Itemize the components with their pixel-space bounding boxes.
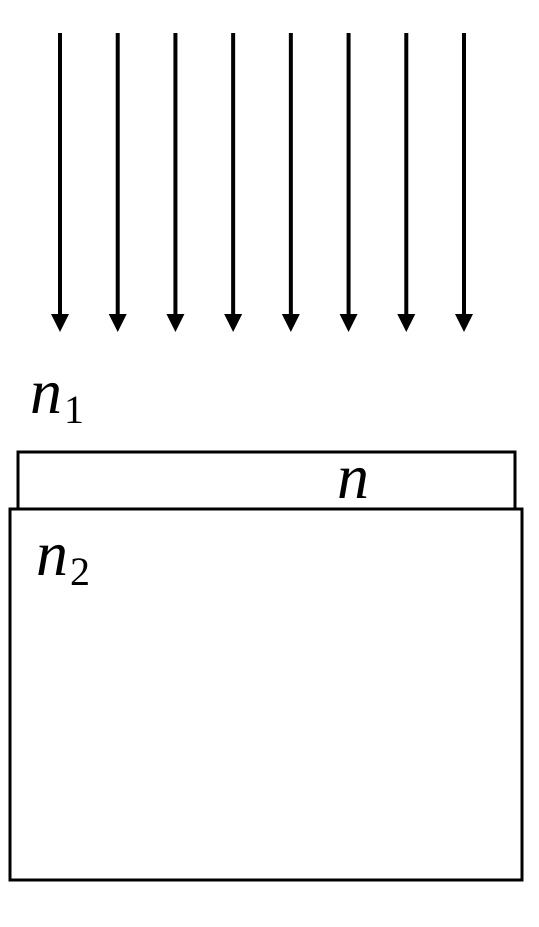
thin-film-layer xyxy=(16,450,517,511)
arrow-head xyxy=(51,314,69,332)
substrate-block xyxy=(8,507,524,882)
medium-2-subscript: 2 xyxy=(70,549,90,594)
film-symbol: n xyxy=(337,441,369,512)
arrow-head xyxy=(339,314,358,332)
medium-1-subscript: 1 xyxy=(64,387,84,432)
arrow-head xyxy=(224,314,243,332)
medium-1-symbol: n xyxy=(30,356,62,427)
arrow-head xyxy=(281,314,300,332)
film-index-label: n xyxy=(337,445,369,509)
arrow-head xyxy=(166,314,185,332)
medium-2-symbol: n xyxy=(36,518,68,589)
medium-1-index-label: n1 xyxy=(30,360,84,430)
arrow-head xyxy=(397,314,416,332)
arrow-head xyxy=(108,314,127,332)
medium-2-index-label: n2 xyxy=(36,522,90,592)
arrow-head xyxy=(455,314,473,332)
incident-light-arrows xyxy=(51,33,473,332)
